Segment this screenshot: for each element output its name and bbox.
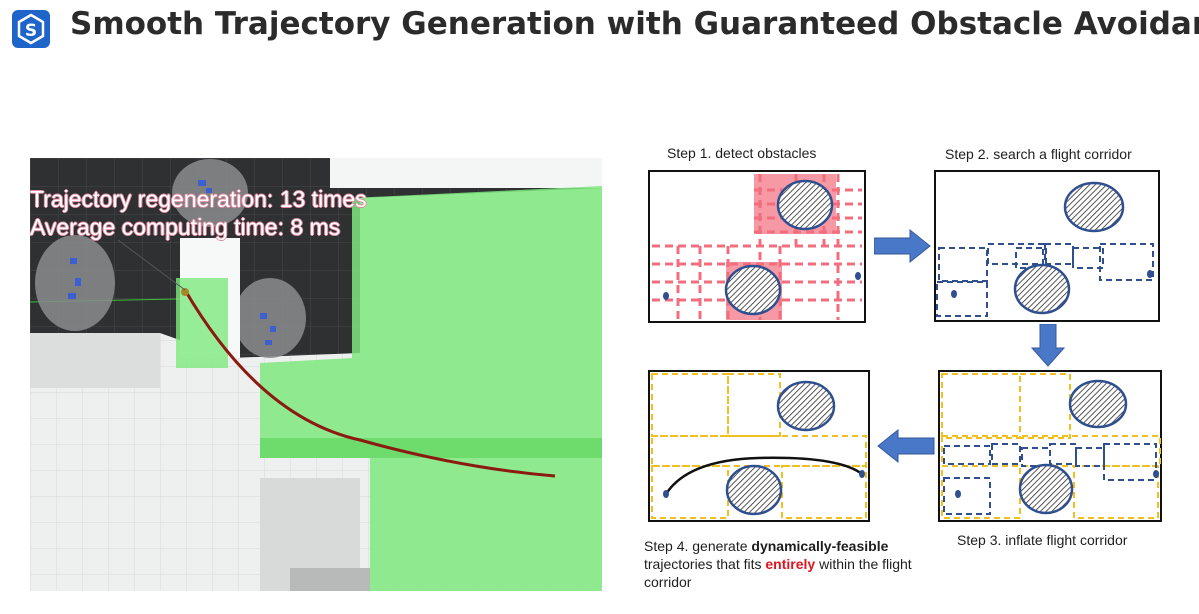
arrow-left-icon <box>877 428 935 464</box>
s-logo-icon: S <box>12 10 50 48</box>
step4-text-bold: dynamically-feasible <box>751 538 889 554</box>
arrow-right-icon <box>874 228 931 264</box>
svg-text:S: S <box>25 21 37 41</box>
step3-diagram <box>938 370 1162 522</box>
step3-label: Step 3. inflate flight corridor <box>957 532 1128 548</box>
simulation-view: Trajectory regeneration: 13 times Averag… <box>30 158 602 591</box>
step4-text-red: entirely <box>765 556 816 572</box>
step2-diagram <box>934 170 1160 322</box>
step4-diagram <box>648 370 870 522</box>
step2-label: Step 2. search a flight corridor <box>945 146 1132 162</box>
simulation-scene <box>30 158 602 591</box>
step4-label: Step 4. generate dynamically-feasible tr… <box>644 537 934 591</box>
arrow-down-icon <box>1030 324 1066 367</box>
page-title: Smooth Trajectory Generation with Guaran… <box>70 6 1199 42</box>
computing-time-text: Average computing time: 8 ms <box>30 214 341 240</box>
regeneration-count-text: Trajectory regeneration: 13 times <box>30 186 367 212</box>
step4-text-post: within the flight corridor <box>644 556 912 590</box>
step4-text-pre: Step 4. generate <box>644 538 752 554</box>
step1-diagram <box>648 170 866 323</box>
step1-label: Step 1. detect obstacles <box>667 145 817 161</box>
step4-text-mid: trajectories that fits <box>644 556 766 572</box>
